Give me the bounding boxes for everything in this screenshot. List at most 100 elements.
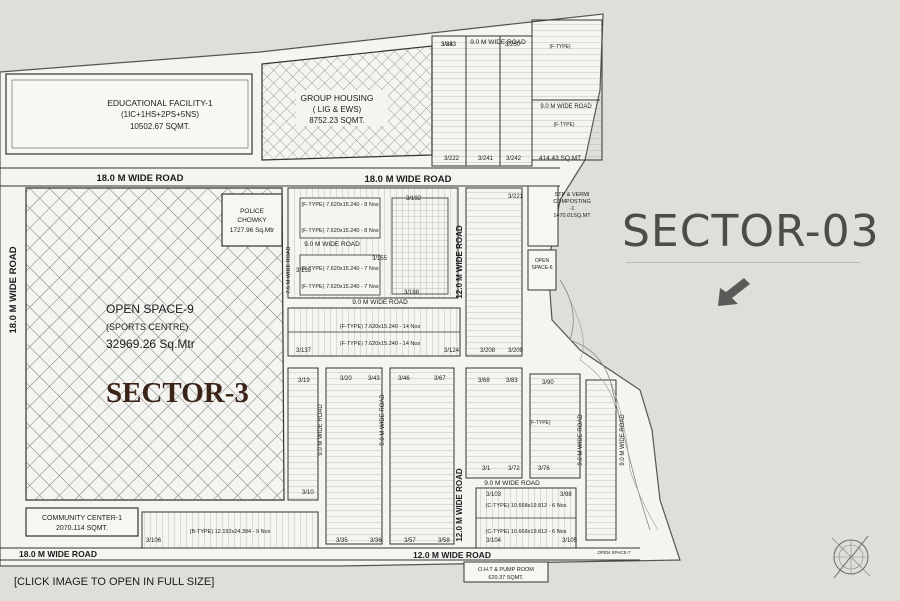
plot-id-label: 3/43: [368, 376, 380, 382]
plot-block-middle-b[interactable]: [465, 187, 523, 357]
road-9m-g: 9.0 M WIDE ROAD: [578, 414, 584, 466]
plot-id-label: 3/188: [404, 290, 420, 296]
plot-id-label: 3/209: [508, 348, 524, 354]
plot-label-12: (F-TYPE): [529, 420, 550, 426]
plot-id-label: 3/222: [444, 156, 460, 162]
arrow-down-left-icon: [718, 278, 750, 306]
plot-id-label: 3/233: [441, 42, 457, 48]
plot-id-label: 3/192: [406, 196, 422, 202]
plot-block-top-corner[interactable]: [531, 19, 603, 161]
title-divider: [626, 262, 860, 263]
police-chowky-block[interactable]: [221, 193, 283, 247]
plot-id-label: 3/83: [506, 378, 518, 384]
plot-id-label: 3/155: [372, 256, 388, 262]
plot-id-label: 3/10: [302, 490, 314, 496]
road-9m-d: 9.0 M WIDE ROAD: [540, 104, 592, 110]
road-18m-top-left: 18.0 M WIDE ROAD: [96, 173, 183, 184]
pump-room-label: O.H.T & PUMP ROOM: [478, 567, 534, 573]
educational-facility-area: 10502.67 SQMT.: [130, 122, 190, 131]
road-12m-vertical-upper: 12.0 M WIDE ROAD: [455, 225, 464, 299]
plot-block-lower-a[interactable]: [287, 367, 319, 501]
road-7-5m: 7.5 M WIDE ROAD: [286, 246, 292, 293]
plot-id-label: 3/84: [441, 42, 453, 48]
community-center-area: 2070.114 SQMT.: [56, 525, 108, 532]
plot-block-lower-g[interactable]: [585, 379, 617, 541]
small-area-label: 414.43 SQ.MT: [539, 155, 581, 162]
stp-label-3: -1: [570, 206, 575, 212]
road-9m-c: 9.0 M WIDE ROAD: [470, 39, 526, 46]
plot-id-label: 3/35: [336, 538, 348, 544]
road-9m-a: 9.0 M WIDE ROAD: [304, 241, 360, 248]
plot-id-label: 3/242: [506, 156, 522, 162]
educational-facility-label: EDUCATIONAL FACILITY-1: [107, 98, 213, 108]
open-space-6-block[interactable]: [527, 249, 557, 291]
group-housing-label: GROUP HOUSING: [300, 93, 373, 103]
police-chowky-label: POLICE: [240, 208, 265, 215]
plot-block-lower-d[interactable]: [465, 367, 523, 479]
plot-label-9: (B-TYPE) 12.192x24.384 - 9 Nos: [190, 529, 271, 535]
road-12m-vertical-lower: 12.0 M WIDE ROAD: [455, 468, 464, 542]
plot-label-10: (F-TYPE): [549, 44, 570, 50]
police-chowky-label-2: CHOWKY: [237, 217, 267, 224]
plot-id-label: 3/20: [340, 376, 352, 382]
police-chowky-area: 1727.96 Sq.Mtr: [230, 227, 275, 234]
plot-id-label: 3/250: [505, 42, 521, 48]
plot-id-label: 3/19: [298, 378, 310, 384]
road-18m-bottom: 18.0 M WIDE ROAD: [19, 549, 97, 559]
plot-block-top-right[interactable]: [431, 35, 533, 167]
plot-id-label: 3/67: [434, 376, 446, 382]
plot-label-4: (F-TYPE) 7.620x15.240 - 7 Nos: [301, 284, 379, 290]
plot-id-label: 3/104: [486, 538, 502, 544]
plot-id-label: 3/1: [482, 466, 491, 472]
open-space-6-label-2: SPACE-6: [531, 265, 552, 271]
plot-id-label: 3/103: [486, 492, 502, 498]
road-12m-bottom: 12.0 M WIDE ROAD: [413, 550, 491, 560]
plot-id-label: 3/241: [478, 156, 494, 162]
stp-area: 1470.01SQ.MT: [553, 213, 591, 219]
plot-id-label: 3/46: [398, 376, 410, 382]
plot-id-label: 3/98: [560, 492, 572, 498]
open-space-6-label: OPEN: [535, 258, 550, 264]
road-9m-vertical-1: 9.0 M WIDE ROAD: [318, 404, 324, 456]
road-9m-b: 9.0 M WIDE ROAD: [352, 299, 408, 306]
road-9m-f: 9.0 M WIDE ROAD: [380, 394, 386, 446]
open-space-9-detail: (SPORTS CENTRE): [106, 322, 188, 332]
group-housing-detail: ( LIG & EWS): [313, 105, 362, 114]
plot-id-label: 3/68: [478, 378, 490, 384]
plot-id-label: 3/57: [404, 538, 416, 544]
compass-icon: [831, 535, 871, 579]
open-space-9-area-value: 32969.26 Sq.Mtr: [106, 337, 195, 351]
click-to-open-note[interactable]: [CLICK IMAGE TO OPEN IN FULL SIZE]: [14, 576, 215, 588]
plot-label-5: (F-TYPE) 7.620x15.240 - 14 Nos: [340, 324, 421, 330]
stp-block[interactable]: [527, 185, 559, 247]
open-space-7-label: OPEN SPACE-7: [598, 550, 631, 555]
plot-block-b-type[interactable]: [141, 511, 319, 549]
group-housing-area: 8752.23 SQMT.: [309, 116, 365, 125]
sector-3-map-label: SECTOR-3: [106, 377, 249, 409]
pump-room-block[interactable]: [463, 561, 549, 583]
plot-id-label: 3/208: [480, 348, 496, 354]
plot-label-3: (F-TYPE) 7.620x15.240 - 7 Nos: [301, 266, 379, 272]
plot-id-label: 3/221: [508, 194, 524, 200]
plot-id-label: 3/137: [296, 348, 312, 354]
plot-block-lower-c[interactable]: [389, 367, 455, 545]
plot-id-label: 3/76: [538, 466, 550, 472]
road-18m-left: 18.0 M WIDE ROAD: [8, 246, 19, 333]
plot-id-label: 3/90: [542, 380, 554, 386]
open-space-9-area[interactable]: [25, 187, 285, 501]
community-center-block[interactable]: [25, 507, 139, 537]
plot-id-label: 3/124: [444, 348, 460, 354]
plot-label-1: (F-TYPE) 7.620x15.240 - 8 Nos: [301, 202, 379, 208]
plot-id-label: 3/58: [438, 538, 450, 544]
plot-id-label: 3/72: [508, 466, 520, 472]
educational-facility-detail: (1IC+1HS+2PS+5NS): [121, 110, 199, 119]
community-center-label: COMMUNITY CENTER-1: [42, 515, 122, 522]
plot-block-lower-b[interactable]: [325, 367, 383, 545]
stp-label-2: COMPOSTING: [553, 199, 591, 205]
plot-block-lower-f[interactable]: [529, 373, 581, 479]
educational-facility-block[interactable]: [5, 73, 253, 155]
plot-label-6: (F-TYPE) 7.620x15.240 - 14 Nos: [340, 341, 421, 347]
plot-label-11: (F-TYPE): [553, 122, 574, 128]
